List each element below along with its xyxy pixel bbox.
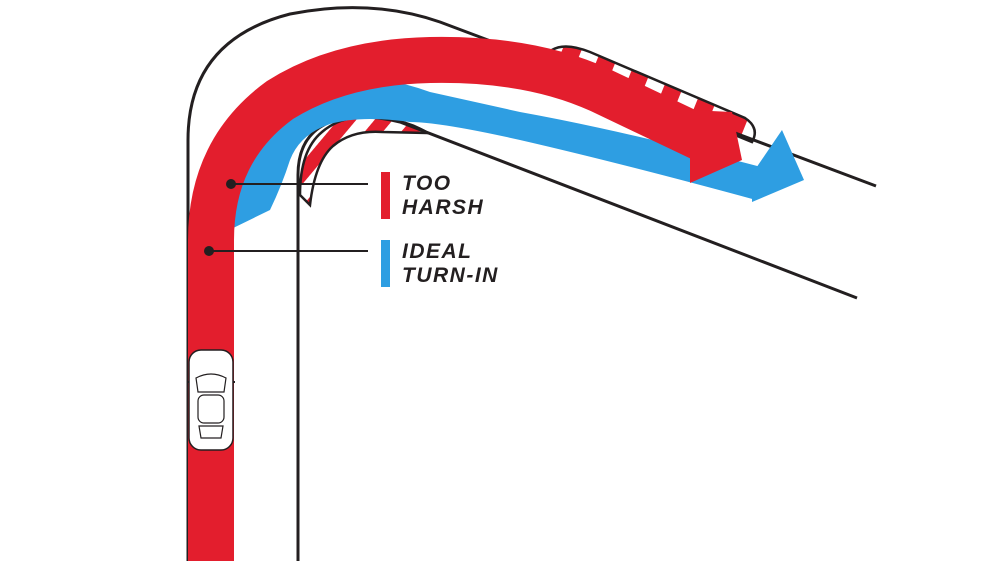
- too-harsh-line: [188, 36, 715, 561]
- track-outer-edge: [186, 6, 877, 561]
- too-harsh-callout: [226, 179, 368, 189]
- legend-too-harsh: TOO HARSH: [381, 172, 484, 219]
- legend-ideal-line1: IDEAL: [402, 240, 473, 263]
- blue-arrow-icon: [752, 130, 804, 202]
- legend-ideal-line2: TURN-IN: [402, 264, 499, 287]
- car-icon: [187, 349, 235, 451]
- legend-too-harsh-line1: TOO: [402, 172, 452, 195]
- legend-ideal-turn-in: IDEAL TURN-IN: [381, 240, 499, 287]
- legend-red-swatch: [381, 172, 390, 219]
- ideal-turn-in-line: [188, 76, 765, 250]
- legend-blue-swatch: [381, 240, 390, 287]
- ideal-turn-in-callout: [204, 246, 368, 256]
- legend-too-harsh-line2: HARSH: [402, 196, 484, 219]
- red-arrow-icon: [690, 110, 742, 183]
